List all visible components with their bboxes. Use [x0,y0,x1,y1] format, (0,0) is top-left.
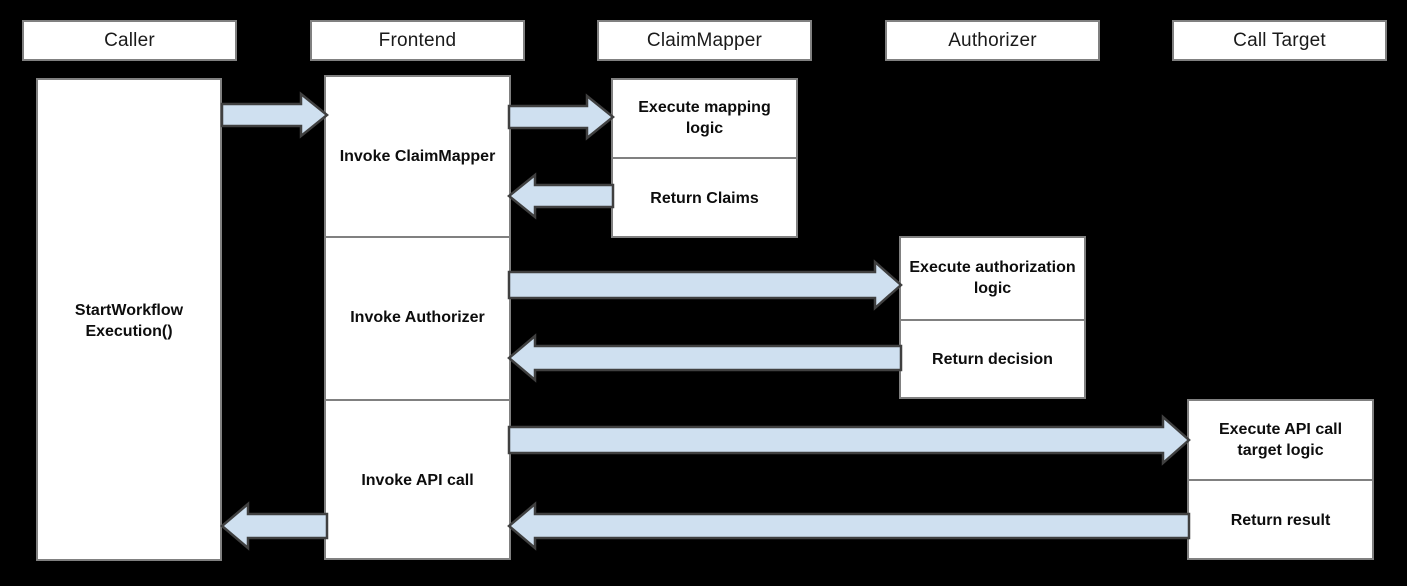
lifeline-header-authorizer: Authorizer [885,20,1100,61]
lifeline-header-calltarget: Call Target [1172,20,1387,61]
activation-box-caller: StartWorkflow Execution() [36,78,222,561]
message-arrow-frontend-to-claimmapper-invoke [507,93,615,141]
activation-divider-frontend-1 [326,236,509,238]
activation-divider-claimmapper-1 [613,157,796,159]
activation-label-frontend-2: Invoke API call [361,471,474,489]
arrow-shape [507,172,615,220]
message-arrow-frontend-to-caller-return [220,501,329,551]
message-arrow-caller-to-frontend-start [220,91,329,139]
message-arrow-authorizer-to-frontend-return [507,333,903,383]
message-arrow-frontend-to-authorizer-invoke [507,259,903,311]
activation-label-claimmapper-0: Execute mapping logic [638,99,771,137]
activation-label-authorizer-0: Execute authorization logic [909,259,1076,297]
arrow-shape [507,414,1191,466]
arrow-shape [507,501,1191,551]
arrow-shape [507,333,903,383]
lifeline-header-frontend: Frontend [310,20,525,61]
activation-label-frontend-1: Invoke Authorizer [350,309,485,327]
activation-label-calltarget-1: Return result [1230,511,1331,529]
message-arrow-claimmapper-to-frontend-return [507,172,615,220]
activation-divider-authorizer-1 [901,319,1084,321]
message-arrow-calltarget-to-frontend-return [507,501,1191,551]
activation-divider-frontend-2 [326,399,509,401]
activation-label-frontend-0: Invoke ClaimMapper [339,147,496,165]
activation-label-claimmapper-1: Return Claims [650,189,759,207]
message-arrow-frontend-to-calltarget-invoke [507,414,1191,466]
activation-label-caller-0: StartWorkflow Execution() [74,301,184,340]
arrow-shape [220,501,329,551]
activation-label-calltarget-0: Execute API call target logic [1218,420,1343,459]
arrow-shape [220,91,329,139]
activation-divider-calltarget-1 [1189,479,1372,481]
lifeline-header-caller: Caller [22,20,237,61]
activation-label-authorizer-1: Return decision [932,351,1053,369]
arrow-shape [507,259,903,311]
lifeline-header-claimmapper: ClaimMapper [597,20,812,61]
arrow-shape [507,93,615,141]
